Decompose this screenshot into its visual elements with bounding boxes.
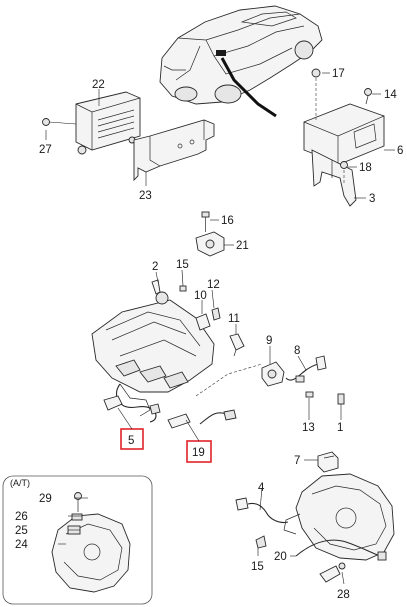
callout-20: 20 bbox=[274, 551, 287, 563]
callout-15-lower: 15 bbox=[251, 561, 264, 573]
part-9-sensor bbox=[261, 361, 285, 387]
part-6-ecu bbox=[303, 103, 385, 165]
callout-9: 9 bbox=[266, 335, 272, 347]
part-17-nut bbox=[311, 68, 321, 120]
callout-10: 10 bbox=[194, 290, 207, 302]
part-23-bracket bbox=[133, 119, 215, 182]
part-1-bolt bbox=[337, 393, 345, 405]
part-15-clip-upper bbox=[179, 285, 187, 292]
inset-title: (A/T) bbox=[10, 478, 30, 488]
callout-19: 19 bbox=[192, 447, 205, 459]
part-10-sensor bbox=[195, 313, 211, 331]
transaxle-automatic bbox=[51, 492, 131, 593]
callout-1: 1 bbox=[337, 422, 343, 434]
callout-14: 14 bbox=[384, 89, 397, 101]
callout-5: 5 bbox=[128, 435, 134, 447]
engine-cylinder-head bbox=[91, 299, 263, 417]
part-12-sensor bbox=[211, 307, 221, 321]
callout-7: 7 bbox=[294, 455, 300, 467]
callout-8: 8 bbox=[294, 345, 300, 357]
part-7-bracket bbox=[317, 451, 339, 473]
part-19-oxygen-sensor bbox=[167, 409, 237, 429]
callout-29: 29 bbox=[39, 493, 52, 505]
car-illustration bbox=[159, 5, 323, 118]
part-13-clip bbox=[305, 391, 314, 398]
part-2-sensor bbox=[151, 279, 169, 305]
leader-lines bbox=[45, 72, 395, 585]
callout-27: 27 bbox=[39, 144, 52, 156]
callout-4: 4 bbox=[258, 482, 265, 494]
callout-11: 11 bbox=[228, 313, 240, 325]
part-21-sensor bbox=[195, 231, 225, 257]
callout-6: 6 bbox=[397, 145, 403, 157]
callout-labels: 22 27 23 17 14 6 18 3 16 21 2 15 12 10 1… bbox=[15, 68, 403, 601]
callout-16: 16 bbox=[221, 215, 234, 227]
callout-3: 3 bbox=[369, 193, 375, 205]
callout-23: 23 bbox=[139, 190, 152, 202]
part-11-sensor bbox=[229, 333, 245, 357]
part-4-sensor bbox=[235, 497, 289, 524]
part-8-sensor bbox=[285, 355, 327, 383]
part-16-screw bbox=[201, 211, 210, 232]
callout-13: 13 bbox=[302, 422, 315, 434]
part-5-oxygen-sensor bbox=[103, 383, 161, 423]
part-14-bolt bbox=[364, 88, 372, 105]
part-28-sensor bbox=[319, 562, 346, 583]
transaxle-manual bbox=[283, 473, 395, 561]
callout-15-upper: 15 bbox=[176, 259, 189, 271]
part-22-module bbox=[75, 91, 141, 155]
part-20-cable bbox=[295, 539, 387, 561]
callout-24: 24 bbox=[15, 539, 28, 551]
callout-25: 25 bbox=[15, 525, 28, 537]
inset-frame bbox=[2, 475, 153, 605]
callout-17: 17 bbox=[332, 68, 345, 80]
callout-12: 12 bbox=[207, 279, 220, 291]
callout-21: 21 bbox=[236, 240, 249, 252]
part-27-bolt bbox=[42, 118, 77, 126]
callout-2: 2 bbox=[152, 261, 158, 273]
callout-18: 18 bbox=[359, 162, 372, 174]
callout-28: 28 bbox=[337, 589, 350, 601]
part-18-nut bbox=[340, 161, 348, 184]
callout-26: 26 bbox=[15, 511, 28, 523]
part-15-clip-lower bbox=[255, 535, 267, 549]
callout-22: 22 bbox=[92, 79, 105, 91]
